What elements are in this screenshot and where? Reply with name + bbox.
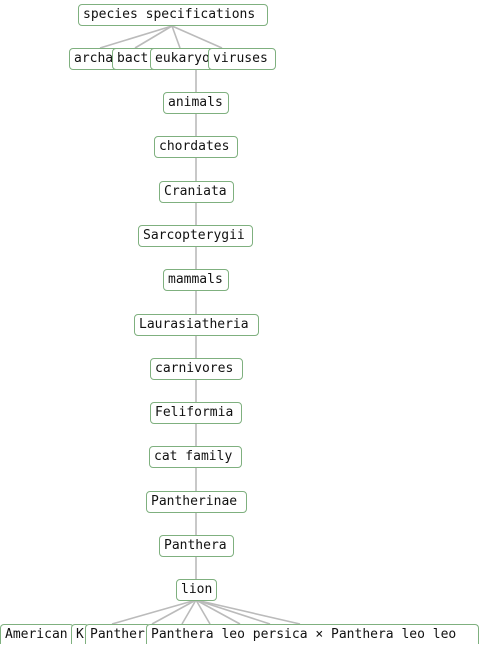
edge-lion-l3	[195, 599, 241, 625]
tree-node-leaf-persica-x-leo[interactable]: Panthera leo persica × Panthera leo leo	[146, 624, 479, 644]
tree-node-chordates[interactable]: chordates	[154, 136, 238, 158]
tree-node-pantherinae[interactable]: Pantherinae	[146, 491, 247, 513]
tree-node-panthera[interactable]: Panthera	[159, 535, 234, 557]
edge-root-viruses	[171, 25, 223, 49]
tree-node-carnivores[interactable]: carnivores	[150, 358, 243, 380]
tree-node-leaf-american[interactable]: American	[0, 624, 74, 644]
edge-lion-k	[151, 599, 197, 625]
edge-lion-l4	[195, 599, 271, 625]
tree-node-archaea[interactable]: archa	[69, 48, 121, 70]
tree-node-cat-family[interactable]: cat family	[149, 446, 242, 468]
tree-node-bacteria[interactable]: bact	[112, 48, 158, 70]
tree-node-mammals[interactable]: mammals	[163, 269, 229, 291]
edge-lion-american	[111, 599, 197, 625]
edge-root-eukaryo	[171, 25, 181, 49]
tree-node-animals[interactable]: animals	[163, 92, 229, 114]
tree-node-leaf-panther[interactable]: Panther	[85, 624, 151, 644]
edge-lion-l2	[195, 599, 211, 625]
edge-root-bact	[134, 25, 173, 49]
tree-node-laurasiatheria[interactable]: Laurasiatheria	[134, 314, 259, 336]
tree-node-eukaryota[interactable]: eukaryo	[150, 48, 214, 70]
edge-root-archa	[99, 25, 173, 49]
tree-node-viruses[interactable]: viruses	[208, 48, 276, 70]
edge-lion-l1	[181, 599, 197, 625]
tree-node-lion[interactable]: lion	[176, 579, 217, 601]
tree-node-craniata[interactable]: Craniata	[159, 181, 234, 203]
tree-node-feliformia[interactable]: Feliformia	[150, 402, 242, 424]
tree-node-root[interactable]: species specifications	[78, 4, 268, 26]
tree-node-sarcopterygii[interactable]: Sarcopterygii	[138, 225, 253, 247]
edge-lion-l5	[195, 599, 301, 625]
